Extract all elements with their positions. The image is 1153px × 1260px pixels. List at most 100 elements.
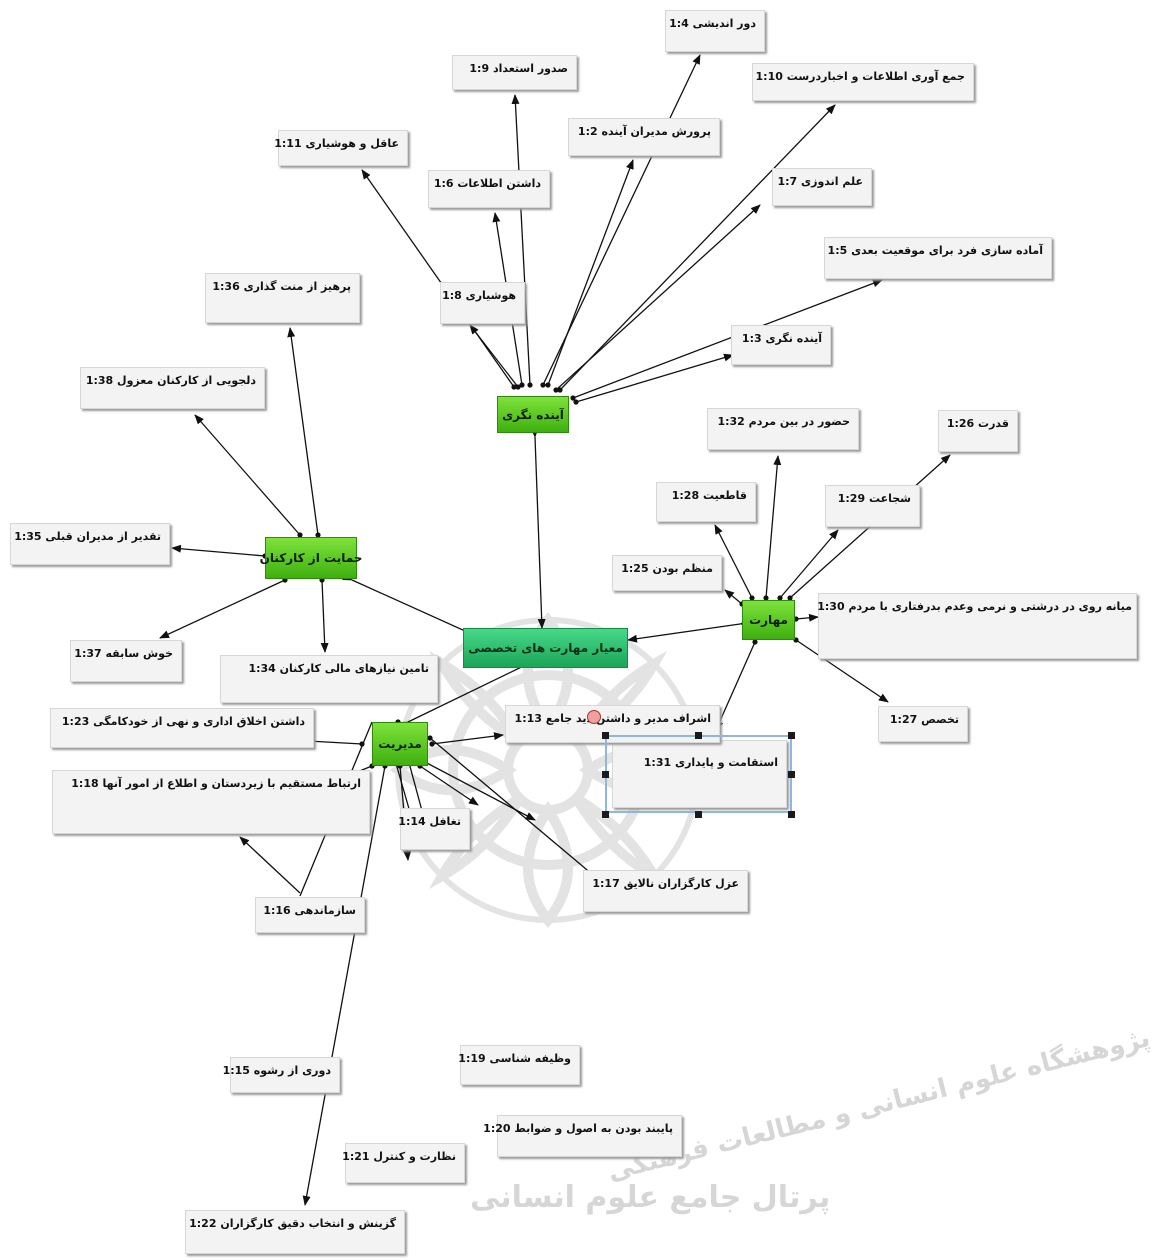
edge-skill-1-31	[715, 639, 758, 731]
node-label: پایبند بودن به اصول و ضوابط 1:20	[483, 1122, 673, 1135]
resize-handle-w[interactable]	[602, 771, 609, 778]
edge-support-core	[342, 572, 486, 641]
edge-mgmt-1-13	[429, 732, 504, 747]
node-1-28[interactable]: قاطعیت 1:28	[656, 482, 756, 522]
resize-handle-ne[interactable]	[788, 732, 795, 739]
edge-skill-1-29	[777, 529, 839, 601]
edge-mgmt-1-18	[239, 836, 301, 894]
node-1-6[interactable]: داشتن اطلاعات 1:6	[428, 170, 550, 208]
edge-skill-1-32	[763, 455, 782, 601]
node-1-34[interactable]: تامین نیازهای مالی کارکنان 1:34	[220, 655, 438, 703]
resize-handle-nw[interactable]	[602, 732, 609, 739]
node-label: دلجویی از کارکنان معزول 1:38	[85, 374, 256, 387]
node-1-20[interactable]: پایبند بودن به اصول و ضوابط 1:20	[483, 1115, 682, 1157]
edge-foresight-core	[530, 427, 546, 629]
edge-foresight-1-8	[469, 324, 521, 390]
edge-skill-1-27	[793, 637, 889, 703]
node-label: حضور در بین مردم 1:32	[717, 415, 850, 428]
edge-support-1-38	[194, 414, 303, 538]
node-label: هوشیاری 1:8	[442, 289, 516, 302]
node-1-18[interactable]: ارتباط مستقیم با زیردستان و اطلاع از امو…	[52, 770, 370, 834]
node-1-32[interactable]: حضور در بین مردم 1:32	[707, 408, 859, 450]
node-label: دور اندیشی 1:4	[669, 17, 756, 30]
node-1-26[interactable]: قدرت 1:26	[938, 410, 1018, 452]
resize-handle-se[interactable]	[788, 811, 795, 818]
node-1-9[interactable]: صدور استعداد 1:9	[452, 55, 577, 90]
node-label: وظیفه شناسی 1:19	[458, 1052, 571, 1065]
hub-management[interactable]: مدیریت	[372, 722, 428, 766]
edge-mgmt-core	[398, 659, 537, 730]
edge-mgmt-1-22	[302, 763, 388, 1206]
rotate-handle[interactable]	[587, 710, 601, 724]
node-1-10[interactable]: جمع آوری اطلاعات و اخباردرست 1:10	[752, 63, 974, 101]
node-1-11[interactable]: عاقل و هوشیاری 1:11	[274, 130, 408, 166]
node-label: آینده نگری 1:3	[741, 332, 822, 345]
node-label: تغافل 1:14	[398, 815, 461, 828]
resize-handle-n[interactable]	[695, 732, 702, 739]
node-1-19[interactable]: وظیفه شناسی 1:19	[458, 1045, 580, 1085]
node-1-2[interactable]: پرورش مدیران آینده 1:2	[568, 118, 720, 156]
node-label: عاقل و هوشیاری 1:11	[274, 137, 399, 150]
node-1-22[interactable]: گزینش و انتخاب دقیق کارگزاران 1:22	[185, 1210, 405, 1254]
node-1-27[interactable]: تخصص 1:27	[878, 706, 968, 742]
edge-mgmt-1-20	[424, 761, 536, 821]
node-1-38[interactable]: دلجویی از کارکنان معزول 1:38	[80, 367, 265, 409]
node-1-31[interactable]: استقامت و پایداری 1:31	[612, 740, 787, 808]
node-label: داشتن اطلاعات 1:6	[433, 177, 541, 190]
hub-foresight[interactable]: آینده نگری	[497, 396, 569, 433]
node-1-16[interactable]: سازماندهی 1:16	[255, 897, 365, 933]
node-label: داشتن اخلاق اداری و نهی از خودکامگی 1:23	[61, 715, 305, 728]
resize-handle-sw[interactable]	[602, 811, 609, 818]
resize-handle-s[interactable]	[695, 811, 702, 818]
node-1-35[interactable]: تقدیر از مدیران قبلی 1:35	[10, 523, 170, 565]
node-1-14[interactable]: تغافل 1:14	[398, 808, 470, 850]
node-label: میانه روی در درشتی و نرمی وعدم بدرفتاری …	[817, 600, 1132, 613]
hub-support[interactable]: حمایت از کارکنان	[260, 537, 362, 579]
node-label: آماده سازی فرد برای موقعیت بعدی 1:5	[827, 244, 1043, 257]
edge-support-1-35	[171, 544, 268, 559]
edge-skill-1-25	[724, 589, 745, 607]
resize-handle-e[interactable]	[788, 771, 795, 778]
edge-foresight-1-3	[573, 353, 734, 405]
node-label: تامین نیازهای مالی کارکنان 1:34	[248, 662, 429, 675]
edge-skill-core	[627, 618, 750, 643]
node-1-21[interactable]: نظارت و کنترل 1:21	[342, 1143, 465, 1183]
node-1-25[interactable]: منظم بودن 1:25	[612, 555, 722, 591]
node-1-37[interactable]: خوش سابقه 1:37	[70, 640, 182, 682]
edge-support-1-36	[287, 327, 321, 538]
node-label: استقامت و پایداری 1:31	[643, 756, 778, 769]
node-label: اشراف مدیر و داشتن دید جامع 1:13	[514, 712, 711, 725]
node-label: صدور استعداد 1:9	[469, 62, 568, 75]
node-1-17[interactable]: عزل کارگزاران نالایق 1:17	[583, 870, 748, 912]
node-label: سازماندهی 1:16	[263, 904, 356, 917]
edge-foresight-1-2	[545, 159, 634, 388]
node-label: عزل کارگزاران نالایق 1:17	[592, 877, 739, 890]
node-label: گزینش و انتخاب دقیق کارگزاران 1:22	[189, 1217, 396, 1230]
hub-core-criteria[interactable]: معیار مهارت های تخصصی	[463, 628, 628, 668]
node-label: دوری از رشوه 1:15	[222, 1064, 331, 1077]
node-label: قاطعیت 1:28	[671, 489, 747, 502]
node-1-30[interactable]: میانه روی در درشتی و نرمی وعدم بدرفتاری …	[817, 593, 1137, 659]
hub-skill[interactable]: مهارت	[742, 600, 795, 640]
node-1-13[interactable]: اشراف مدیر و داشتن دید جامع 1:13	[505, 705, 720, 743]
node-label: خوش سابقه 1:37	[74, 647, 173, 660]
node-1-29[interactable]: شجاعت 1:29	[825, 485, 920, 527]
node-1-23[interactable]: داشتن اخلاق اداری و نهی از خودکامگی 1:23	[50, 708, 314, 748]
node-label: تخصص 1:27	[889, 713, 959, 726]
edge-support-1-34	[319, 577, 329, 653]
edge-foresight-1-7	[553, 204, 761, 393]
node-label: نظارت و کنترل 1:21	[342, 1150, 456, 1163]
node-1-8[interactable]: هوشیاری 1:8	[440, 282, 525, 324]
node-label: پرورش مدیران آینده 1:2	[577, 125, 711, 138]
node-1-4[interactable]: دور اندیشی 1:4	[665, 10, 765, 52]
node-1-5[interactable]: آماده سازی فرد برای موقعیت بعدی 1:5	[824, 237, 1052, 279]
node-1-36[interactable]: پرهیز از منت گذاری 1:36	[205, 273, 360, 323]
edge-support-1-37	[159, 577, 288, 639]
node-1-15[interactable]: دوری از رشوه 1:15	[222, 1057, 340, 1093]
edge-skill-1-28	[714, 524, 755, 601]
node-1-3[interactable]: آینده نگری 1:3	[731, 325, 831, 365]
node-label: جمع آوری اطلاعات و اخباردرست 1:10	[755, 70, 965, 83]
node-1-7[interactable]: علم اندوزی 1:7	[772, 168, 872, 206]
